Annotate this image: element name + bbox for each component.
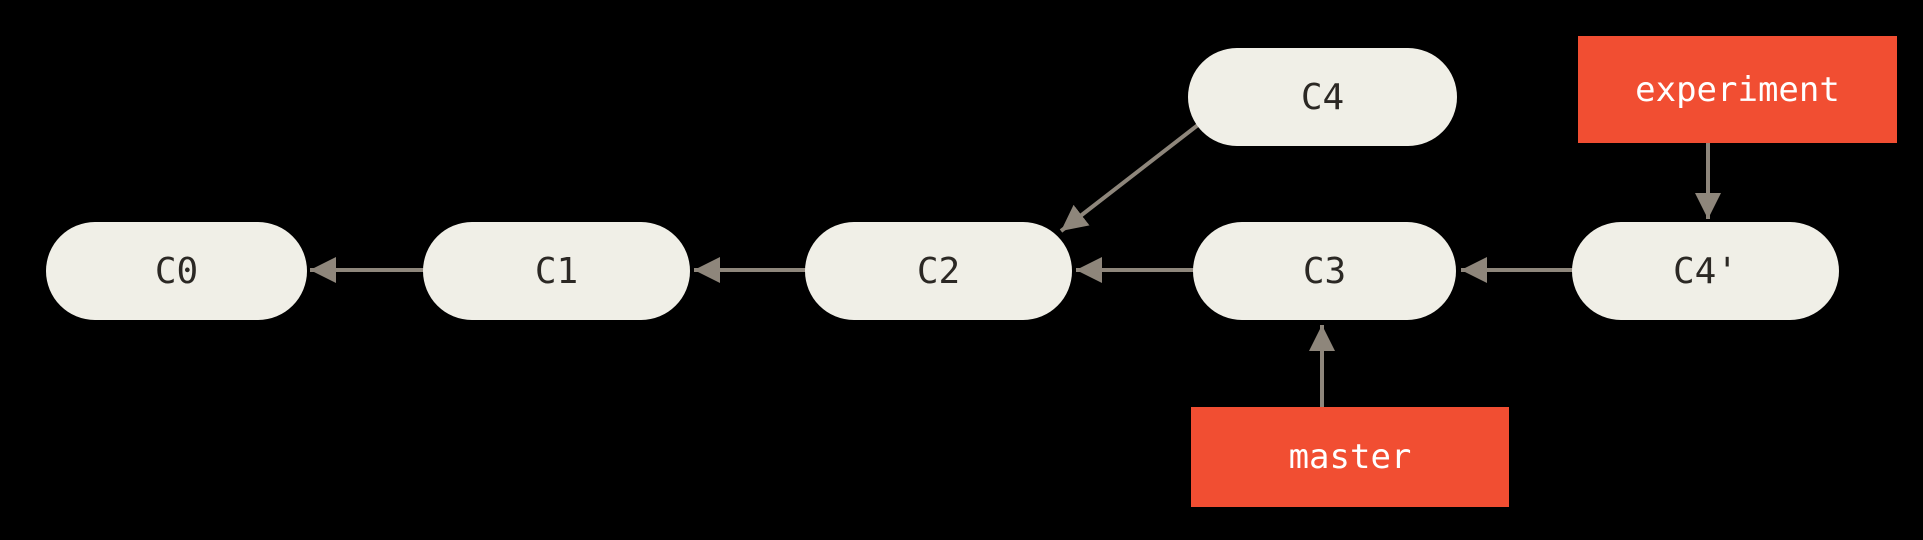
commit-label-c4-prime: C4' [1672, 250, 1739, 292]
commit-node-c4: C4 [1188, 48, 1457, 146]
branch-label-experiment-text: experiment [1635, 69, 1840, 110]
commit-node-c3: C3 [1193, 222, 1456, 320]
commit-node-c1: C1 [423, 222, 690, 320]
commit-label-c4: C4 [1300, 76, 1345, 118]
arrow-c4-to-c2 [1059, 109, 1218, 233]
commit-node-c4-prime: C4' [1572, 222, 1839, 320]
commit-node-c0: C0 [46, 222, 307, 320]
commit-label-c3: C3 [1302, 250, 1347, 292]
commit-label-c2: C2 [916, 250, 961, 292]
commit-label-c1: C1 [534, 250, 579, 292]
branch-label-experiment: experiment [1578, 36, 1897, 143]
commit-label-c0: C0 [154, 250, 199, 292]
branch-label-master-text: master [1288, 437, 1412, 477]
commit-node-c2: C2 [805, 222, 1072, 320]
branch-label-master: master [1191, 407, 1509, 507]
